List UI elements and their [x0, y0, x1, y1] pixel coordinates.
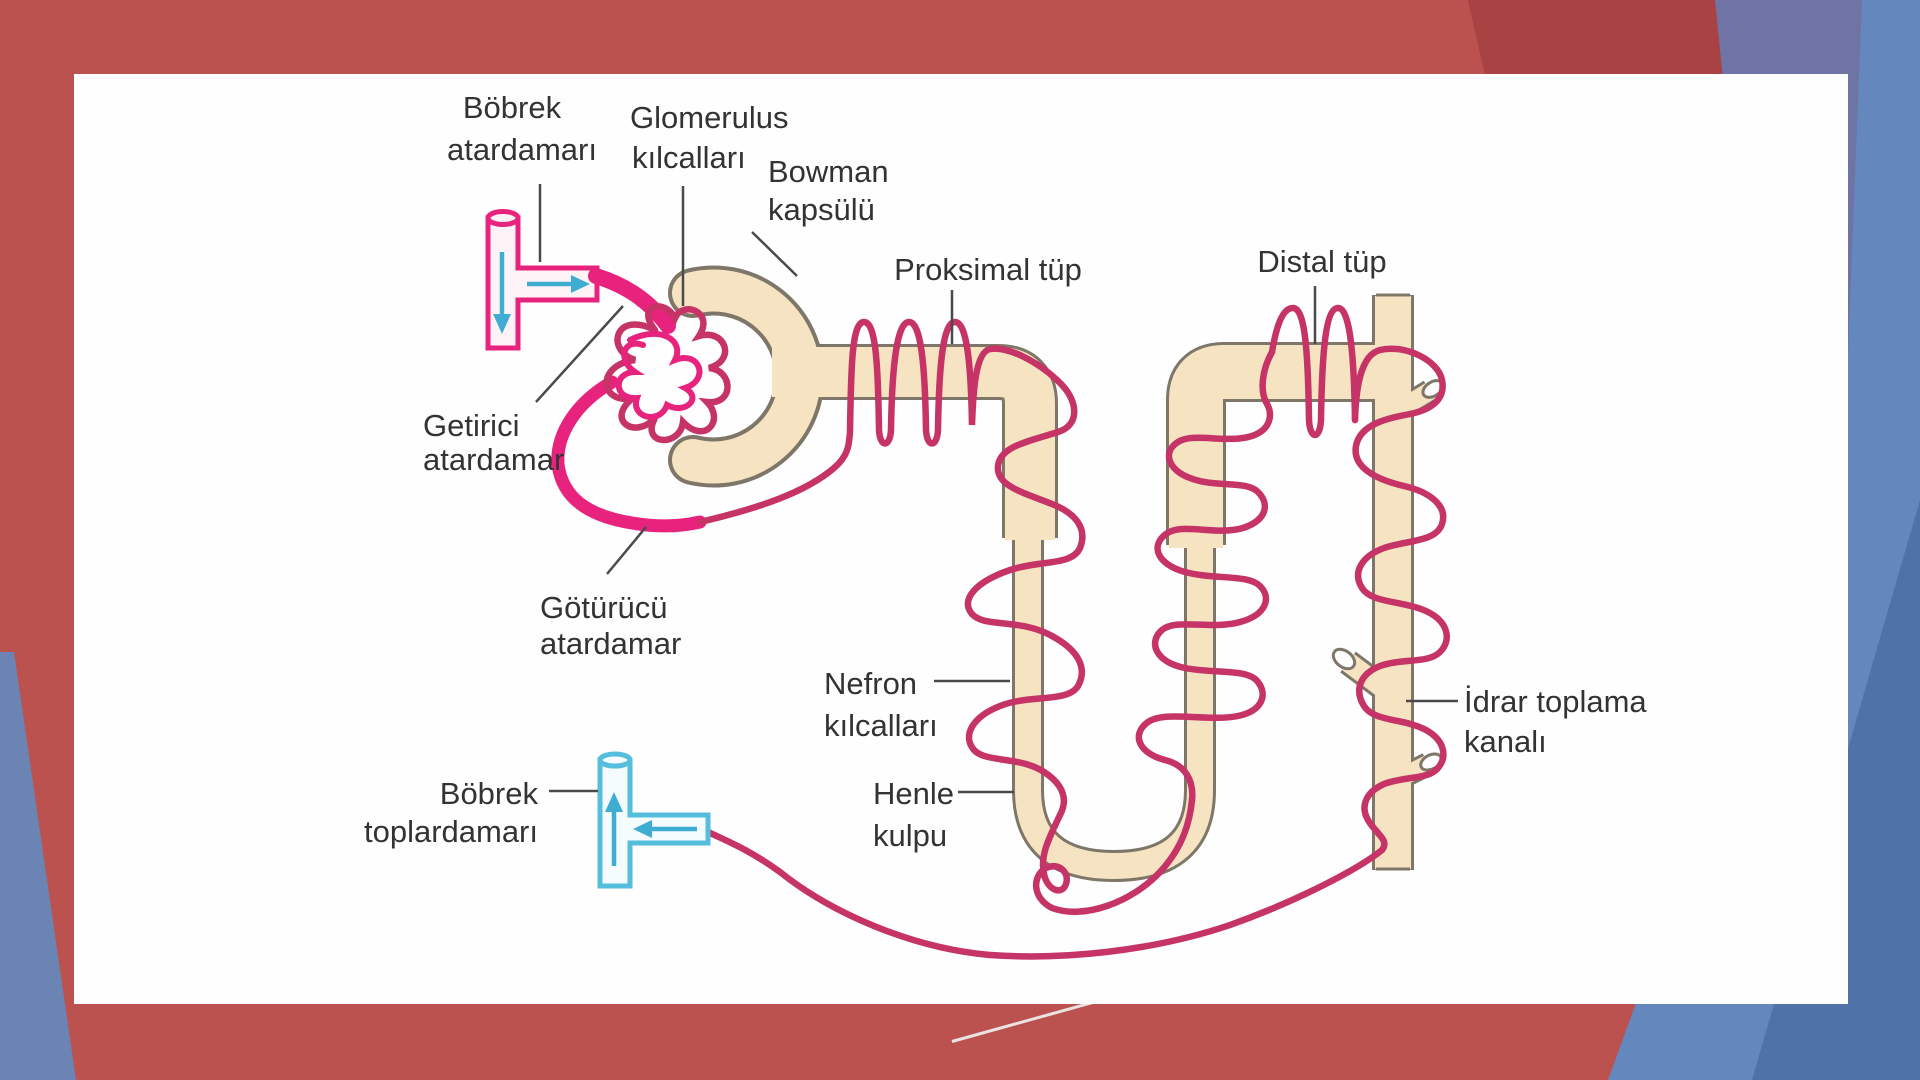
- henle-loop-fill: [1015, 532, 1213, 880]
- proximal-tubule-fill: [772, 347, 1055, 540]
- diagram-panel: Böbrek atardamarı Glomerulus kılcalları …: [74, 74, 1848, 1004]
- nephron-capillaries-label: Nefron: [824, 666, 917, 701]
- henle-label: Henle: [873, 776, 954, 811]
- peritubular-capillaries: [696, 304, 1450, 960]
- bowman-label: Bowman: [768, 154, 889, 189]
- renal-artery-label2: atardamarı: [447, 132, 597, 167]
- tubule-fills: [672, 269, 1445, 880]
- bowman-leader: [751, 231, 798, 277]
- renal-artery-mouth: [485, 209, 521, 227]
- glomerulus-label: Glomerulus: [630, 100, 789, 135]
- renal-vein-vessel: [597, 751, 711, 889]
- bowman-label2: kapsülü: [768, 192, 875, 227]
- henle-label2: kulpu: [873, 818, 947, 853]
- diagram-labels: Böbrek atardamarı Glomerulus kılcalları …: [364, 90, 1647, 853]
- distal-tubule-fill: [1169, 345, 1392, 548]
- collecting-duct-label: İdrar toplama: [1464, 684, 1647, 719]
- capillary-distal: [1259, 304, 1359, 439]
- duct-branch2-mouth: [1331, 647, 1357, 671]
- afferent-label: Getirici: [423, 408, 519, 443]
- efferent-label2: atardamar: [540, 626, 681, 661]
- renal-vein-label: Böbrek: [440, 776, 539, 811]
- leader-lines: [535, 184, 1458, 794]
- glomerulus-label2: kılcalları: [632, 140, 746, 175]
- collecting-duct-label2: kanalı: [1464, 724, 1547, 759]
- distal-label: Distal tüp: [1257, 244, 1386, 279]
- flow-up-arrow-icon: [605, 792, 623, 866]
- glomerulus-capillary-tangle: [603, 303, 731, 444]
- capillary-venous-return: [704, 828, 1386, 960]
- flow-right-arrow-icon: [527, 275, 590, 293]
- flow-left-arrow-icon: [633, 820, 697, 838]
- capillary-proximal-descending: [696, 318, 1086, 819]
- afferent-label2: atardamar: [423, 442, 564, 477]
- efferent-label: Götürücü: [540, 590, 668, 625]
- efferent-leader: [606, 526, 647, 575]
- capillary-henle-loop: [1033, 796, 1196, 915]
- renal-artery-label: Böbrek: [463, 90, 562, 125]
- flow-down-arrow-icon: [493, 252, 511, 334]
- renal-vein-label2: toplardamarı: [364, 814, 538, 849]
- afferent-arteriole-vessel: [588, 268, 676, 334]
- capillary-ascending: [1135, 398, 1274, 804]
- proximal-label: Proksimal tüp: [894, 252, 1082, 287]
- nephron-capillaries-label2: kılcalları: [824, 708, 938, 743]
- renal-vein-tube: [597, 757, 711, 889]
- capillary-collecting-duct: [1351, 345, 1450, 854]
- renal-vein-mouth: [597, 751, 633, 769]
- henle-loop-outline: [1012, 535, 1216, 883]
- afferent-leader: [535, 305, 624, 403]
- nephron-diagram: Böbrek atardamarı Glomerulus kılcalları …: [364, 90, 1647, 960]
- efferent-arteriole-vessel: [551, 375, 707, 533]
- renal-artery-vessel: [485, 209, 600, 351]
